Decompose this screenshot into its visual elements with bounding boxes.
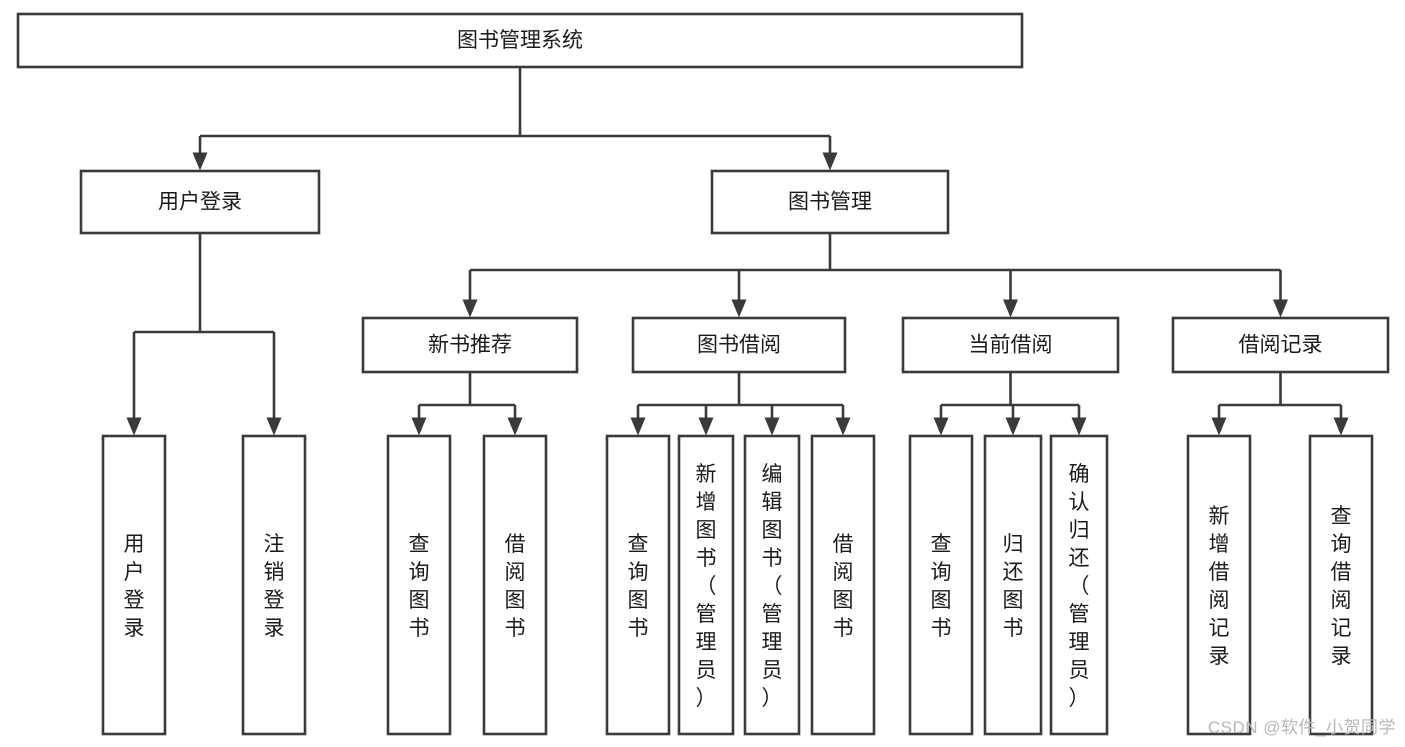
node-label-leaf-query-book-3: 查询图书 (931, 533, 952, 640)
node-leaf-query-book-2[interactable]: 查询图书 (605, 434, 671, 736)
node-label-new-book-recommend: 新书推荐 (428, 334, 512, 357)
node-box-book-borrow (631, 316, 847, 374)
node-label-book-borrow: 图书借阅 (697, 334, 781, 357)
node-label-leaf-return-book: 归还图书 (1003, 533, 1024, 640)
node-layer: 图书管理系统用户登录图书管理新书推荐图书借阅当前借阅借阅记录用户登录注销登录查询… (16, 12, 1390, 736)
node-leaf-query-book-3[interactable]: 查询图书 (908, 434, 974, 736)
watermark-label: CSDN @软件_小贺同学 (1208, 718, 1396, 737)
node-label-leaf-user-login: 用户登录 (124, 533, 145, 640)
node-box-leaf-query-borrow-record (1308, 434, 1374, 736)
node-label-leaf-borrow-book-1: 借阅图书 (505, 533, 526, 640)
arrow-head-icon (731, 299, 747, 318)
node-leaf-add-book-admin[interactable]: 新增图书（管理员） (677, 434, 735, 736)
node-label-leaf-edit-book-admin: 编辑图书（管理员） (762, 463, 783, 710)
node-box-leaf-query-book-1 (386, 434, 452, 736)
node-box-user-login (79, 169, 321, 235)
node-label-current-borrow: 当前借阅 (969, 334, 1053, 357)
node-leaf-logout[interactable]: 注销登录 (241, 434, 307, 736)
arrow-head-icon (1211, 417, 1227, 436)
arrow-head-icon (1333, 417, 1349, 436)
node-label-leaf-query-book-1: 查询图书 (409, 533, 430, 640)
arrow-head-icon (1005, 417, 1021, 436)
node-label-leaf-confirm-return-admin: 确认归还（管理员） (1069, 463, 1090, 710)
node-leaf-query-book-1[interactable]: 查询图书 (386, 434, 452, 736)
node-box-leaf-add-book-admin (677, 434, 735, 736)
node-label-leaf-add-borrow-record: 新增借阅记录 (1209, 505, 1230, 668)
node-borrow-record[interactable]: 借阅记录 (1171, 316, 1390, 374)
node-book-borrow[interactable]: 图书借阅 (631, 316, 847, 374)
node-leaf-return-book[interactable]: 归还图书 (983, 434, 1043, 736)
node-label-leaf-borrow-book-2: 借阅图书 (833, 533, 854, 640)
node-leaf-borrow-book-1[interactable]: 借阅图书 (482, 434, 548, 736)
node-box-leaf-logout (241, 434, 307, 736)
node-box-leaf-return-book (983, 434, 1043, 736)
node-box-leaf-confirm-return-admin (1049, 434, 1109, 736)
arrow-head-icon (462, 299, 478, 318)
node-book-manage[interactable]: 图书管理 (710, 169, 950, 235)
node-label-leaf-logout: 注销登录 (264, 533, 285, 640)
node-label-user-login: 用户登录 (158, 191, 242, 214)
arrow-head-icon (764, 417, 780, 436)
node-box-leaf-borrow-book-2 (810, 434, 876, 736)
node-label-leaf-query-book-2: 查询图书 (628, 533, 649, 640)
arrow-head-icon (126, 417, 142, 436)
edge-layer (126, 67, 1349, 436)
node-box-leaf-edit-book-admin (743, 434, 801, 736)
node-root[interactable]: 图书管理系统 (16, 12, 1024, 69)
node-label-leaf-add-book-admin: 新增图书（管理员） (696, 463, 717, 710)
node-box-leaf-user-login (101, 434, 167, 736)
arrow-head-icon (1273, 299, 1288, 318)
node-current-borrow[interactable]: 当前借阅 (901, 316, 1120, 374)
arrow-head-icon (1071, 417, 1087, 436)
node-box-leaf-query-book-3 (908, 434, 974, 736)
node-box-leaf-add-borrow-record (1186, 434, 1252, 736)
arrow-head-icon (630, 417, 646, 436)
node-leaf-edit-book-admin[interactable]: 编辑图书（管理员） (743, 434, 801, 736)
arrow-head-icon (192, 152, 208, 171)
node-label-book-manage: 图书管理 (788, 191, 872, 214)
node-leaf-query-borrow-record[interactable]: 查询借阅记录 (1308, 434, 1374, 736)
arrow-head-icon (266, 417, 282, 436)
node-label-root: 图书管理系统 (457, 29, 583, 52)
node-box-new-book-recommend (361, 316, 579, 374)
node-leaf-user-login[interactable]: 用户登录 (101, 434, 167, 736)
node-box-root (16, 12, 1024, 69)
node-box-book-manage (710, 169, 950, 235)
arrow-head-icon (698, 417, 714, 436)
node-box-leaf-borrow-book-1 (482, 434, 548, 736)
arrow-head-icon (1003, 299, 1018, 318)
node-leaf-add-borrow-record[interactable]: 新增借阅记录 (1186, 434, 1252, 736)
node-leaf-confirm-return-admin[interactable]: 确认归还（管理员） (1049, 434, 1109, 736)
node-label-borrow-record: 借阅记录 (1239, 334, 1323, 357)
node-user-login[interactable]: 用户登录 (79, 169, 321, 235)
node-leaf-borrow-book-2[interactable]: 借阅图书 (810, 434, 876, 736)
node-label-leaf-query-borrow-record: 查询借阅记录 (1331, 505, 1352, 668)
arrow-head-icon (822, 152, 838, 171)
arrow-head-icon (411, 417, 427, 436)
node-new-book-recommend[interactable]: 新书推荐 (361, 316, 579, 374)
node-box-borrow-record (1171, 316, 1390, 374)
node-box-leaf-query-book-2 (605, 434, 671, 736)
node-box-current-borrow (901, 316, 1120, 374)
arrow-head-icon (507, 417, 523, 436)
arrow-head-icon (835, 417, 851, 436)
arrow-head-icon (933, 417, 949, 436)
